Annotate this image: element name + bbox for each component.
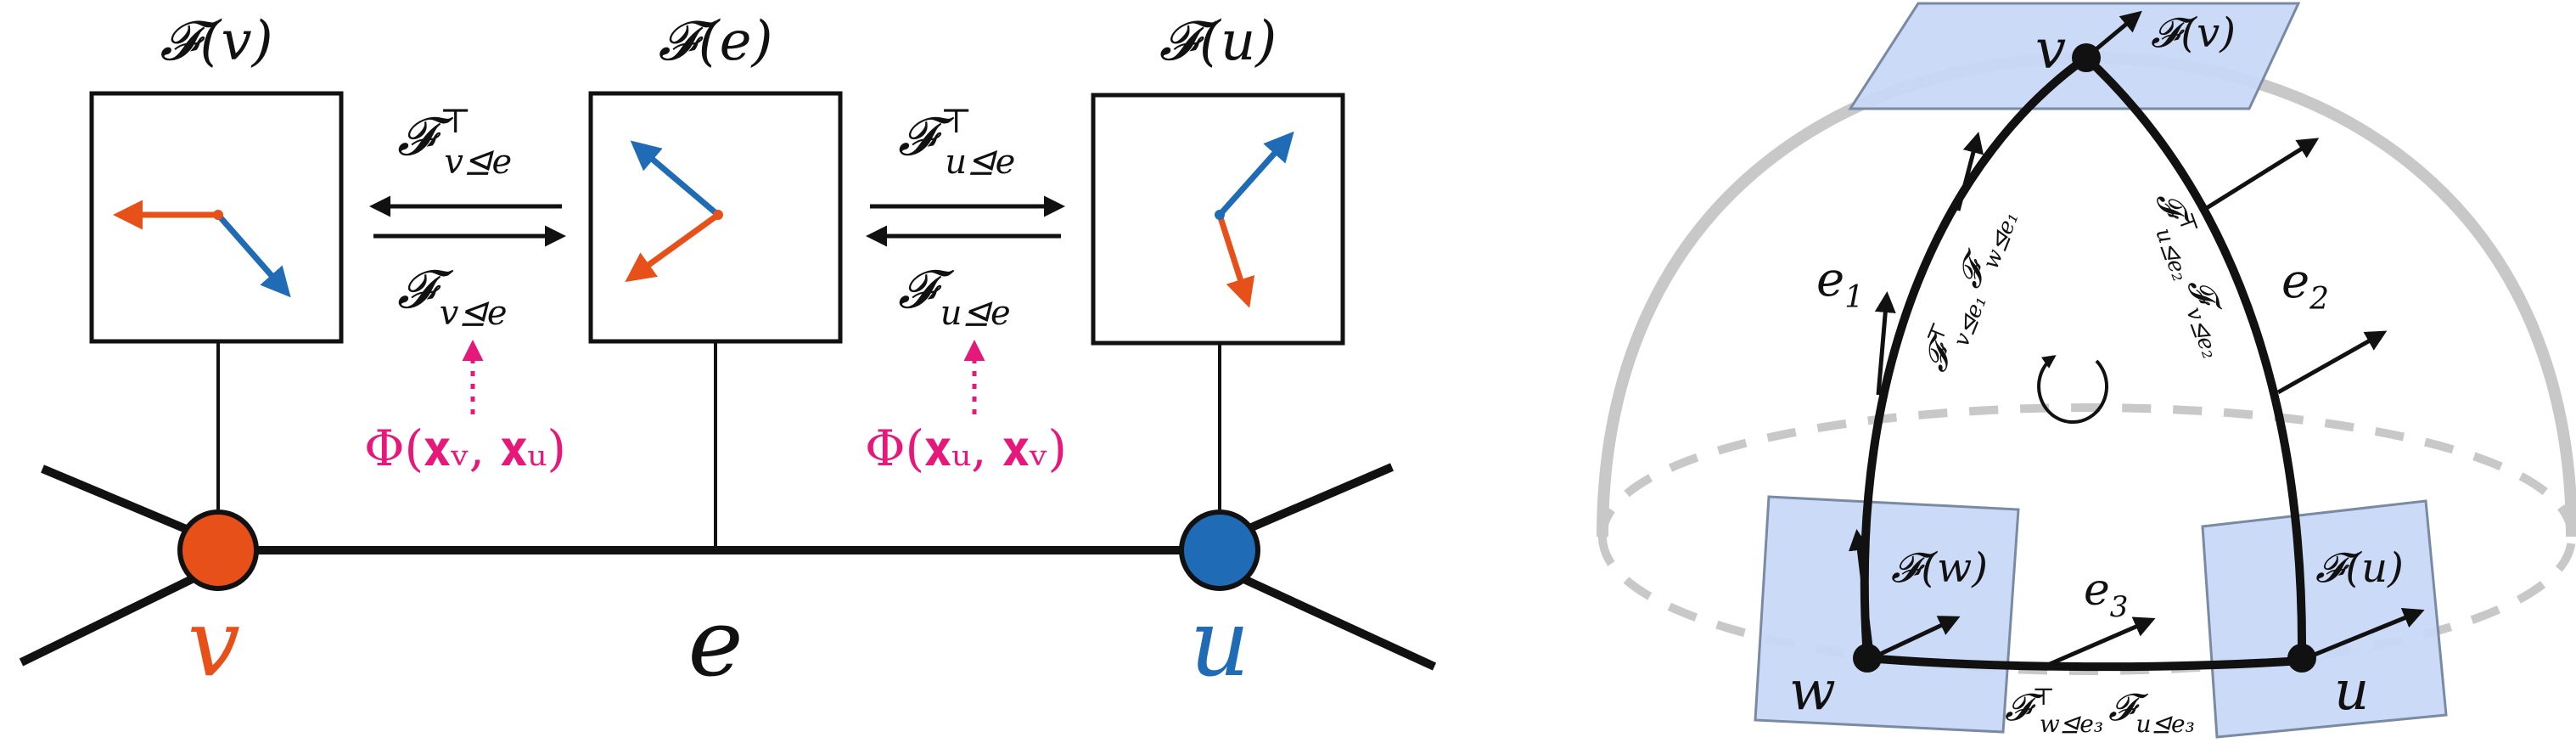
node-label-e: e [687,588,743,697]
vector-orange-e [625,212,721,283]
edge-label-e3: e3 [2084,565,2128,624]
map-label-e1: 𝓕⊤v⊴e₁𝓕w⊴e₁ [1913,200,2026,380]
stalk-label-w-right: 𝓕(w) [1891,544,1988,592]
rotation-icon [2037,355,2109,425]
edge-v-lower [19,563,219,667]
hemisphere-outline [1597,51,2576,538]
vertex-label-v: v [2035,19,2066,82]
vector-blue-u [1217,131,1294,217]
edge-label-e2: e2 [2281,254,2329,317]
origin-dot-v [213,210,223,220]
stalk-label-u-right: 𝓕(u) [2315,544,2404,592]
stalk-label-v: 𝓕(v) [160,10,272,73]
stalk-label-u: 𝓕(u) [1159,10,1277,73]
vector-e2-upper [2201,138,2320,213]
vector-e3 [2049,616,2156,667]
vertex-w [1853,644,1882,673]
edge-label-e1: e1 [1816,252,1864,315]
right-panel: v w u 𝓕(v) 𝓕(w) 𝓕(u) e1 e2 e3 𝓕⊤v⊴e₁𝓕w⊴e… [1597,2,2576,739]
vector-blue-v [216,212,291,298]
origin-dot-e [713,210,723,220]
map-label-e2: 𝓕⊤u⊴e₂𝓕v⊴e₂ [2139,186,2245,363]
edge-u-lower [1215,563,1437,671]
tangent-plane-u [2201,499,2448,739]
vector-e2-lower [2276,330,2388,395]
equator-back [1598,402,2576,538]
vector-w-right [1870,616,1961,661]
origin-dot-u [1215,210,1225,220]
map-label-v-transpose: 𝓕⊤v⊴e [397,102,512,182]
stalk-label-e: 𝓕(e) [658,10,772,73]
tangent-plane-w [1754,495,2020,734]
vertex-label-u: u [2334,660,2369,723]
vertex-u [2287,644,2316,673]
vector-e1-upper [1956,132,1984,211]
vector-e1-lower [1874,291,1896,396]
vector-u-stalk [2301,607,2425,662]
node-u [1179,509,1260,591]
node-label-v: v [188,588,240,697]
vector-blue-e [630,140,721,217]
edge-e3 [1866,654,2303,672]
phi-label-uv: Φ(𝐱ᵤ, 𝐱ᵥ) [865,419,1067,477]
vector-orange-u [1216,213,1255,308]
map-label-u-transpose: 𝓕⊤u⊴e [898,102,1015,182]
node-v [177,509,259,591]
node-label-u: u [1190,588,1250,697]
stalk-label-v-right: 𝓕(v) [2151,9,2236,57]
edge-e2 [2083,54,2307,659]
phi-label-vu: Φ(𝐱ᵥ, 𝐱ᵤ) [364,419,566,477]
vertex-label-w: w [1789,660,1836,723]
vertex-v [2072,43,2101,72]
vector-w-up [1848,529,1874,655]
